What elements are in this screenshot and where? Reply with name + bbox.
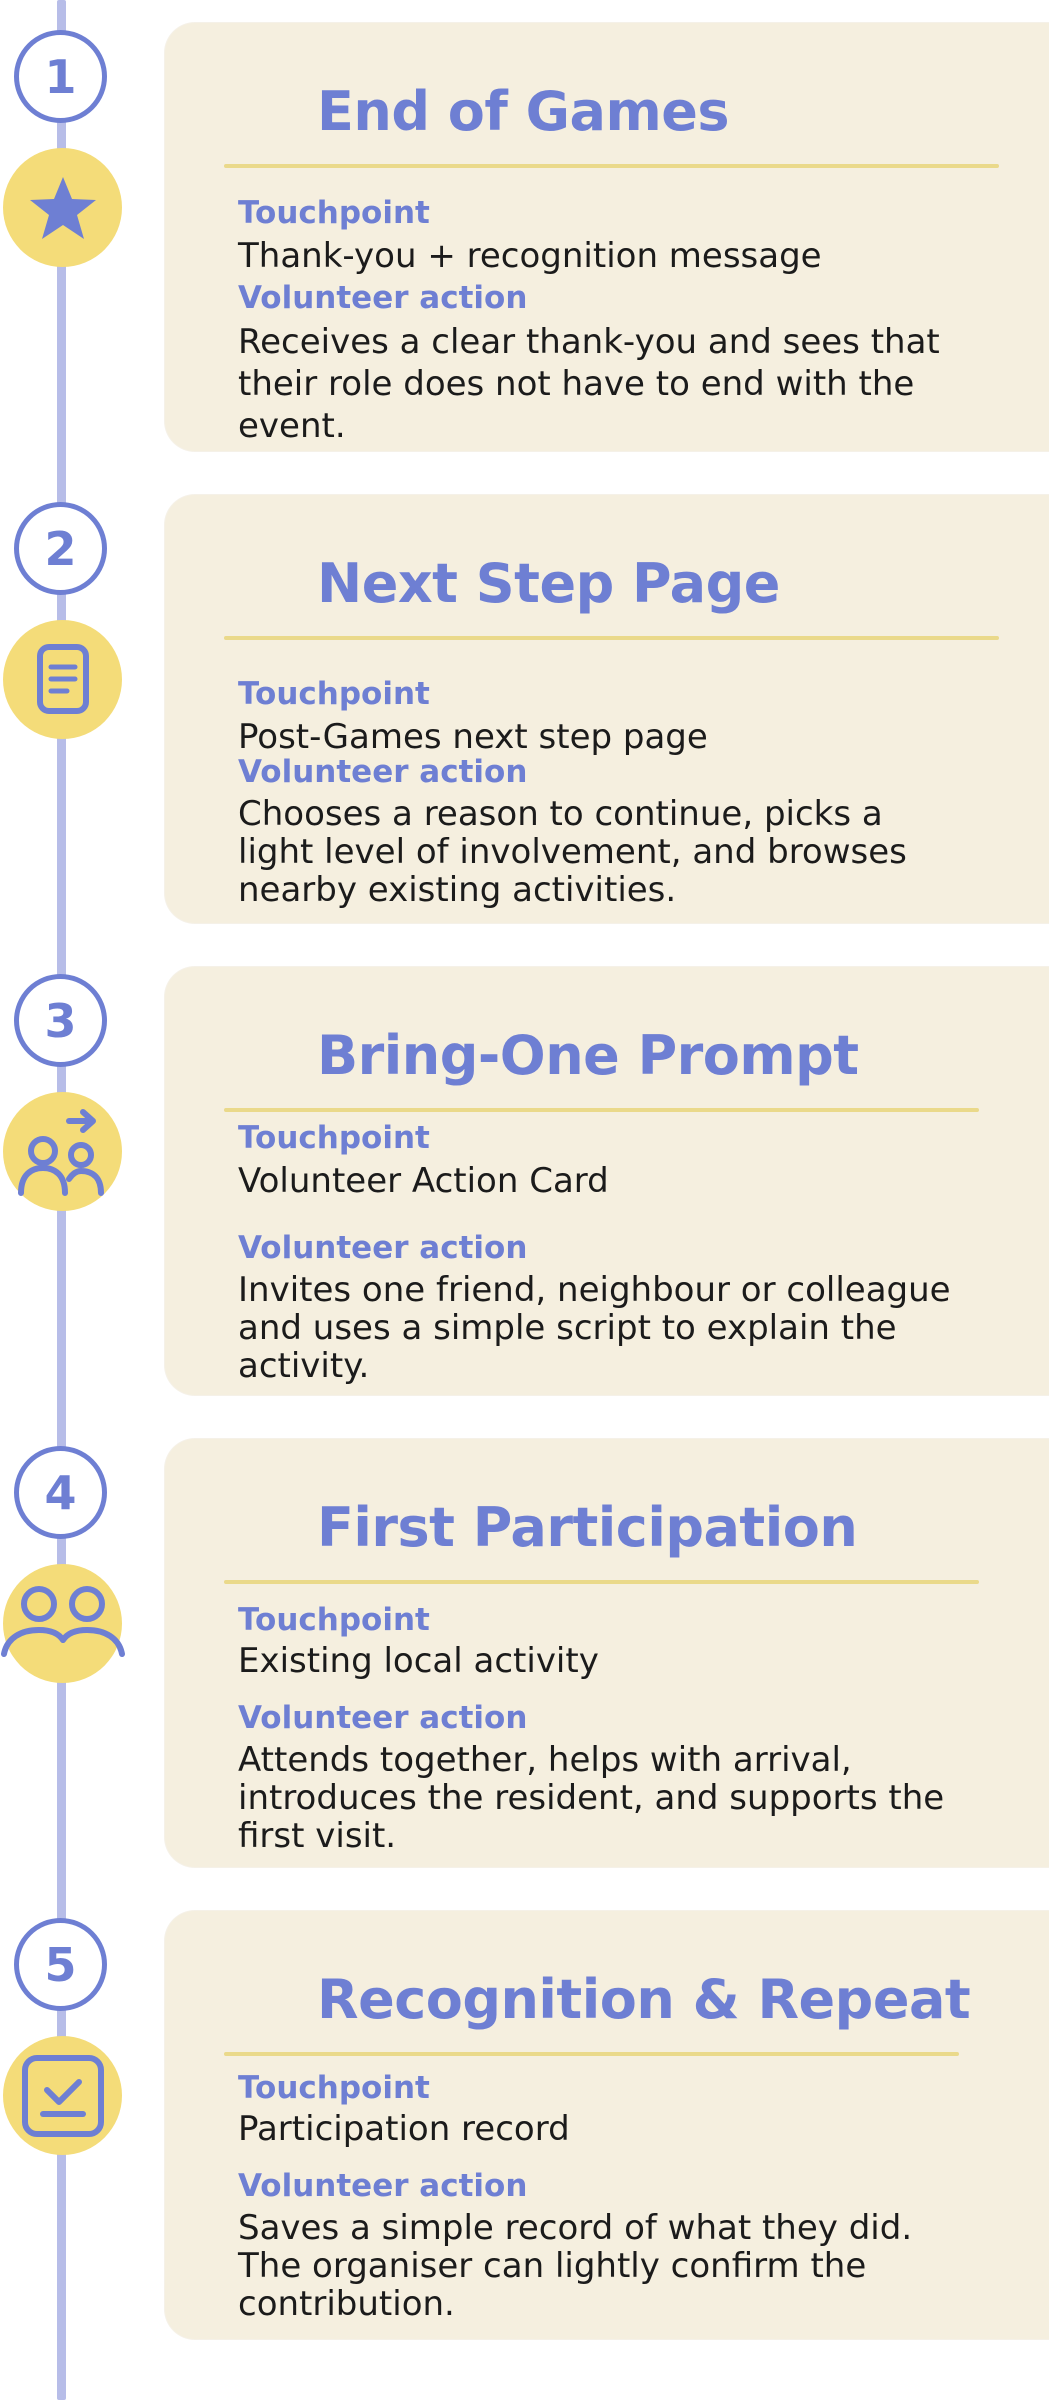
title-divider [224,2052,959,2056]
star-icon [3,148,122,267]
title-divider [224,164,999,168]
step-title: End of Games [317,80,729,143]
step-1: 1 End of Games Touchpoint Thank-you + re… [0,0,1049,451]
touchpoint-label: Touchpoint [238,1602,430,1638]
step-number-badge: 4 [14,1446,107,1539]
touchpoint-value: Thank-you + recognition message [238,236,822,276]
touchpoint-label: Touchpoint [238,195,430,231]
step-title: First Participation [317,1496,858,1559]
two-people-icon [0,1564,125,1683]
checkbox-icon [3,2036,122,2155]
document-icon [3,620,122,739]
step-number-badge: 2 [14,502,107,595]
title-divider [224,1108,979,1112]
touchpoint-label: Touchpoint [238,1120,430,1156]
touchpoint-value: Existing local activity [238,1641,599,1681]
volunteer-action-text: Saves a simple record of what they did. … [238,2208,913,2324]
title-divider [224,636,999,640]
volunteer-action-label: Volunteer action [238,280,528,316]
step-title: Recognition & Repeat [317,1968,971,2031]
volunteer-action-label: Volunteer action [238,1230,528,1266]
touchpoint-label: Touchpoint [238,676,430,712]
step-number-badge: 3 [14,974,107,1067]
step-title: Bring-One Prompt [317,1024,859,1087]
step-4: 4 First Participation Touchpoint Existin… [0,1416,1049,1867]
step-5: 5 Recognition & Repeat Touchpoint Partic… [0,1888,1049,2339]
step-card: Recognition & Repeat Touchpoint Particip… [165,1911,1049,2339]
touchpoint-value: Volunteer Action Card [238,1161,609,1201]
step-card: End of Games Touchpoint Thank-you + reco… [165,23,1049,451]
step-card: Next Step Page Touchpoint Post-Games nex… [165,495,1049,923]
touchpoint-value: Post-Games next step page [238,717,708,757]
step-3: 3 Bring-One Prompt Touchpoint Volunteer … [0,944,1049,1395]
touchpoint-value: Participation record [238,2109,570,2149]
step-card: First Participation Touchpoint Existing … [165,1439,1049,1867]
step-2: 2 Next Step Page Touchpoint Post-Games n… [0,472,1049,923]
volunteer-action-label: Volunteer action [238,2168,528,2204]
volunteer-action-text: Invites one friend, neighbour or colleag… [238,1270,951,1386]
volunteer-action-text: Attends together, helps with arrival, in… [238,1740,945,1856]
invite-people-icon [3,1092,122,1211]
volunteer-action-label: Volunteer action [238,754,528,790]
step-number-badge: 5 [14,1918,107,2011]
step-number-badge: 1 [14,30,107,123]
volunteer-action-text: Receives a clear thank-you and sees that… [238,322,940,446]
step-title: Next Step Page [317,552,780,615]
step-card: Bring-One Prompt Touchpoint Volunteer Ac… [165,967,1049,1395]
touchpoint-label: Touchpoint [238,2070,430,2106]
volunteer-action-text: Chooses a reason to continue, picks a li… [238,794,907,910]
title-divider [224,1580,979,1584]
volunteer-action-label: Volunteer action [238,1700,528,1736]
